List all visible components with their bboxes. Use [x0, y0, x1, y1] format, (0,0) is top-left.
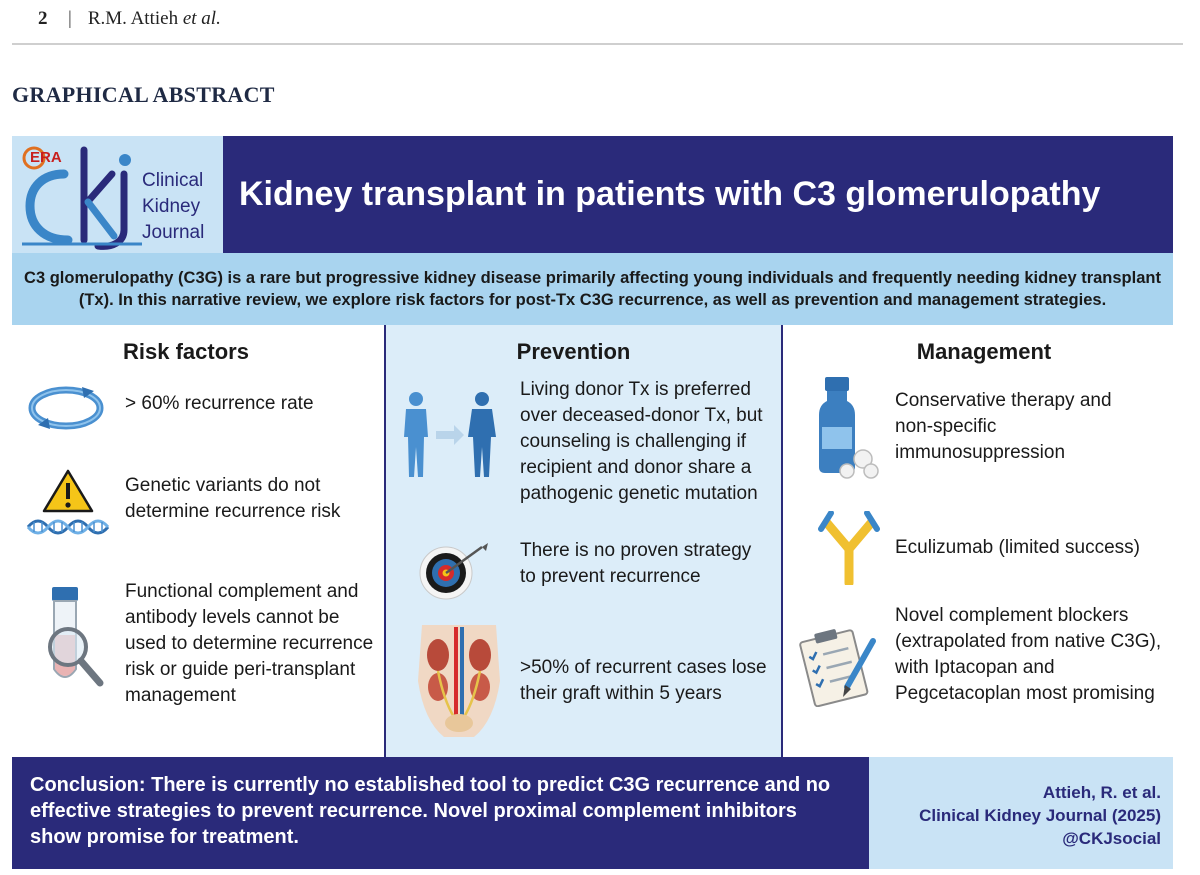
page-header: 2 | R.M. Attieh et al.: [38, 6, 221, 32]
management-column: Management Conservative therapy and non-…: [783, 325, 1173, 757]
citation-handle: @CKJsocial: [1062, 829, 1161, 848]
page-number: 2: [38, 8, 48, 29]
logo-line-clinical: Clinical: [142, 170, 204, 191]
citation-box: Attieh, R. et al. Clinical Kidney Journa…: [869, 757, 1173, 869]
prevention-text-no-strategy: There is no proven strategy to prevent r…: [520, 540, 752, 587]
risk-text-genetic: Genetic variants do not determine recurr…: [125, 475, 341, 522]
management-text-eculizumab: Eculizumab (limited success): [895, 537, 1140, 558]
clipboard-checklist-icon: [795, 627, 881, 707]
test-tube-magnifier-icon: [38, 585, 108, 695]
citation-authors: Attieh, R. et al.: [1042, 783, 1161, 802]
prevention-text-living-donor: Living donor Tx is preferred over deceas…: [520, 379, 763, 504]
header-separator: |: [68, 8, 72, 29]
running-authors: R.M. Attieh et al.: [87, 8, 221, 29]
management-heading: Management: [916, 339, 1052, 364]
medicine-bottle-pills-icon: [817, 375, 881, 479]
logo-line-kidney: Kidney: [142, 196, 201, 217]
warning-dna-icon: [26, 467, 110, 543]
risk-factors-heading: Risk factors: [123, 339, 249, 364]
abstract-title: Kidney transplant in patients with C3 gl…: [223, 136, 1173, 253]
kidney-anatomy-icon: [414, 621, 504, 739]
risk-text-recurrence: > 60% recurrence rate: [125, 393, 314, 414]
journal-logo: ERA Clinical Kidney Journal: [12, 136, 223, 253]
risk-text-complement: Functional complement and antibody level…: [125, 581, 374, 706]
antibody-icon: [817, 511, 881, 585]
prevention-text-graft-loss: >50% of recurrent cases lose their graft…: [520, 657, 767, 704]
prevention-column: Prevention Living donor Tx is preferred …: [384, 325, 783, 757]
management-text-novel-blockers: Novel complement blockers (extrapolated …: [895, 605, 1162, 704]
logo-line-journal: Journal: [142, 222, 205, 243]
intro-text: C3 glomerulopathy (C3G) is a rare but pr…: [12, 253, 1173, 325]
citation-journal: Clinical Kidney Journal (2025): [919, 806, 1161, 825]
graphical-abstract: ERA Clinical Kidney Journal Kidney trans…: [12, 136, 1173, 869]
prevention-heading: Prevention: [516, 339, 631, 364]
header-rule: [12, 43, 1183, 45]
conclusion-text: Conclusion: There is currently no establ…: [12, 757, 869, 869]
management-text-conservative: Conservative therapy and non-specific im…: [895, 390, 1112, 463]
target-icon: [416, 541, 496, 601]
section-label: GRAPHICAL ABSTRACT: [12, 82, 275, 107]
recurrence-cycle-icon: [26, 381, 106, 435]
risk-factors-column: Risk factors > 60% recurrence rate: [12, 325, 384, 757]
era-label: ERA: [30, 149, 62, 166]
donor-recipient-icon: [398, 391, 502, 481]
